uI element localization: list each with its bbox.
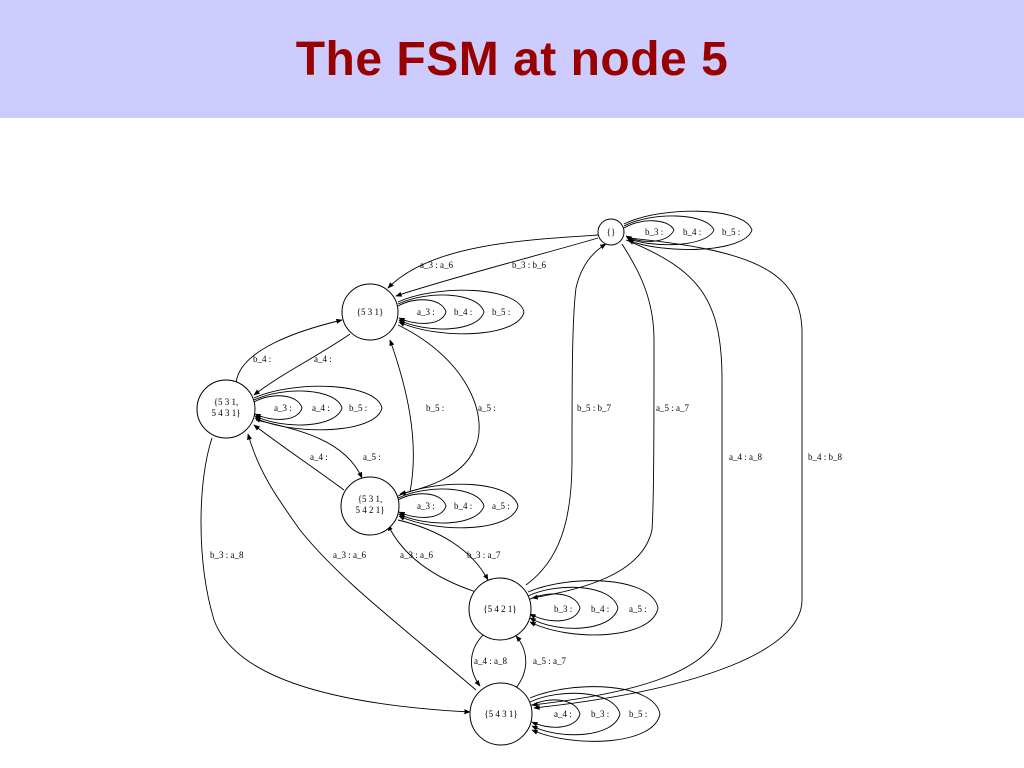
edge-s531_5431-to-s5431-b3 (200, 437, 471, 715)
state-label: {} (607, 227, 616, 237)
edges (200, 210, 803, 742)
edge-label: b_5 : (426, 403, 444, 413)
edge-empty-to-s531-a3 (387, 234, 599, 289)
edge-label: b_5 : (349, 403, 367, 413)
edge-label: a_5 : (478, 403, 496, 413)
edge-s5421-to-s5431-a4 (471, 633, 485, 687)
edge-label: b_4 : (253, 354, 271, 364)
edge-label: b_3 : (554, 604, 572, 614)
edge-s531_5431-self-b5 (253, 385, 383, 431)
state-label-line1: {5 3 1, (358, 494, 383, 504)
edge-label: a_5 : (629, 604, 647, 614)
edge-label: a_5 : (363, 452, 381, 462)
edge-label: b_3 : (645, 227, 663, 237)
edge-label: a_5 : a_7 (533, 656, 566, 666)
edge-s531-self-a3 (397, 299, 447, 324)
edge-label: a_3 : a_6 (333, 550, 366, 560)
edge-empty-self-b4 (623, 215, 715, 246)
edge-s531_5421-self-a5 (397, 483, 519, 529)
state-node-s531-5421: {5 3 1, 5 4 2 1} (340, 476, 400, 536)
edge-empty-to-s5431-a4 (531, 239, 723, 707)
edge-label: b_4 : b_8 (808, 452, 843, 462)
edge-s531-self-b5 (397, 289, 525, 335)
edge-label: a_3 : (417, 307, 435, 317)
state-node-s5421: {5 4 2 1} (468, 577, 532, 641)
edge-s5421-self-b3 (527, 593, 581, 622)
edge-label: b_3 : a_7 (467, 550, 501, 560)
edge-s531_5431-to-s531-b4 (235, 318, 343, 385)
edge-empty-self-b3 (623, 220, 675, 242)
edge-label: a_4 : (310, 452, 328, 462)
edge-label: b_3 : (591, 709, 609, 719)
edge-s5421-self-b4 (527, 586, 619, 629)
edge-empty-to-s531-b3 (395, 237, 599, 297)
edge-s531-to-s531_5431-a4 (253, 333, 351, 396)
edge-label: b_5 : b_7 (577, 403, 612, 413)
edge-s531_5421-self-a3 (397, 493, 447, 518)
edge-label: b_4 : (454, 307, 472, 317)
edge-s5431-self-b5 (529, 686, 661, 742)
state-node-s531: {5 3 1} (341, 283, 399, 341)
edge-s5431-to-s531_5431-a3 (247, 433, 477, 691)
edge-label: a_5 : a_7 (656, 403, 689, 413)
edge-s5431-self-b3 (529, 692, 621, 736)
nodes: {} {5 3 1} {5 3 1, 5 4 3 1} {5 3 1, 5 4 … (196, 218, 625, 746)
edge-s531_5421-to-s5421-b3 (397, 519, 489, 581)
edge-label: b_3 : b_6 (512, 260, 547, 270)
edge-s531_5431-self-a3 (253, 395, 303, 420)
state-node-s5431: {5 4 3 1} (469, 682, 533, 746)
edge-label: a_4 : (554, 709, 572, 719)
edge-label: b_4 : (591, 604, 609, 614)
edge-label: a_5 : (492, 501, 510, 511)
edge-s5421-self-a5 (527, 580, 659, 636)
edge-label: b_4 : (454, 501, 472, 511)
state-label-line2: 5 4 2 1} (355, 505, 384, 515)
edge-s531_5431-to-s531_5421-a5 (255, 419, 363, 479)
edge-empty-to-s5421-a5 (531, 243, 655, 600)
state-node-empty: {} (597, 218, 625, 246)
edge-s531-to-s531_5421-a5 (397, 324, 480, 496)
edge-label: a_4 : (312, 403, 330, 413)
edge-s531_5431-self-a4 (253, 390, 343, 426)
state-node-s531-5431: {5 3 1, 5 4 3 1} (196, 379, 256, 439)
edge-label: a_3 : (274, 403, 292, 413)
edge-label: b_3 : a_8 (210, 550, 244, 560)
edge-label: a_4 : (314, 354, 332, 364)
state-label-line2: 5 4 3 1} (211, 408, 240, 418)
edge-label: a_3 : a_6 (420, 260, 453, 270)
edge-label: b_5 : (492, 307, 510, 317)
edge-label: a_4 : a_8 (474, 656, 507, 666)
edge-s531_5421-self-b4 (397, 488, 485, 524)
state-label: {5 4 2 1} (483, 604, 516, 614)
edge-empty-self-b5 (623, 210, 753, 250)
state-label: {5 3 1} (357, 307, 384, 317)
edge-empty-to-s5431-b4 (533, 237, 803, 710)
edge-s531-self-b4 (397, 294, 485, 330)
edge-label: a_3 : a_6 (400, 550, 433, 560)
title-banner: The FSM at node 5 (0, 0, 1024, 118)
edge-label: a_3 : (417, 501, 435, 511)
edge-s531_5421-to-s531-b5 (389, 339, 414, 493)
edge-label: b_4 : (683, 227, 701, 237)
state-label-line1: {5 3 1, (214, 397, 239, 407)
edge-s5431-self-a4 (529, 699, 581, 728)
state-label: {5 4 3 1} (484, 709, 517, 719)
edge-label: b_5 : (629, 709, 647, 719)
slide-title: The FSM at node 5 (295, 32, 729, 86)
edge-s5421-to-s531_5421-a3 (387, 524, 477, 593)
edge-s5421-to-empty-b5 (525, 243, 607, 586)
edge-s531_5421-to-s531_5431-a4 (253, 424, 345, 491)
edge-labels: a_3 : a_6 b_3 : b_6 b_3 : b_4 : b_5 : a_… (210, 227, 843, 719)
edge-label: b_5 : (722, 227, 740, 237)
edge-label: a_4 : a_8 (729, 452, 762, 462)
edge-s5431-to-s5421-a5 (515, 635, 527, 689)
